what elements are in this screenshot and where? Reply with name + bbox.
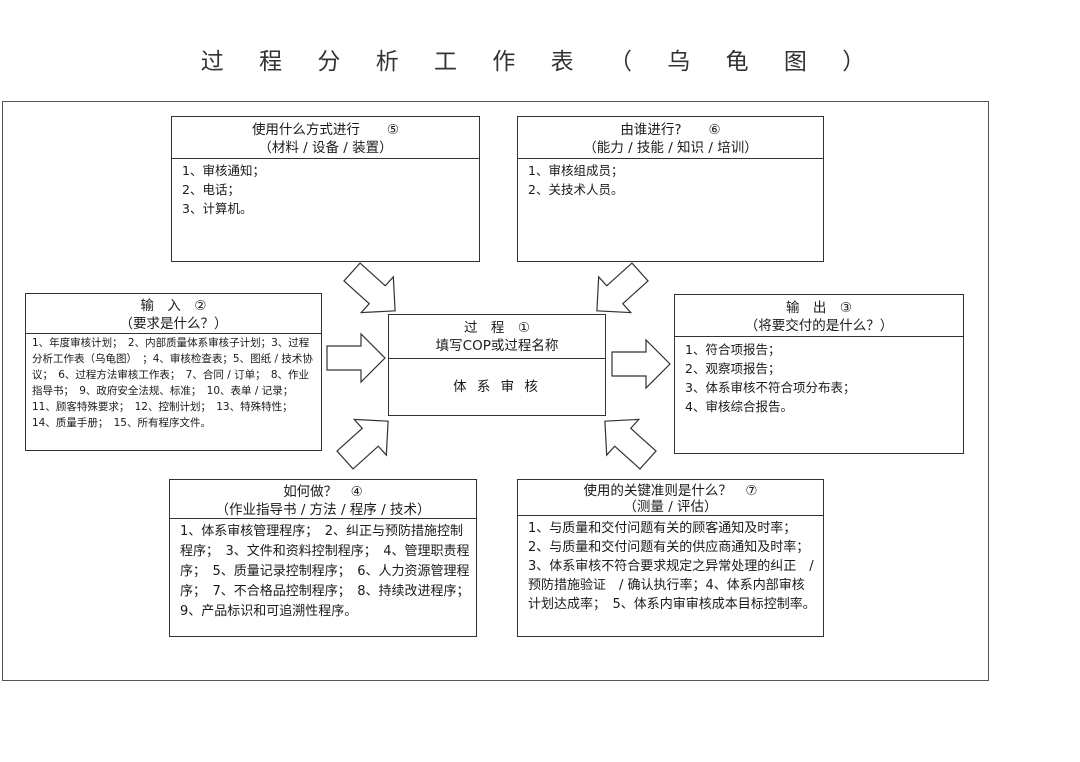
- list-item: 1、审核通知；: [182, 163, 265, 178]
- arrow-from-method: [343, 262, 396, 314]
- method-box-title: 使用什么方式进行 ⑤: [251, 122, 400, 138]
- how-box-text: 1、体系审核管理程序； 2、纠正与预防措施控制程序； 3、文件和资料控制程序； …: [180, 524, 477, 619]
- arrow-from-how: [336, 418, 389, 470]
- process-name: 体 系 审 核: [453, 379, 541, 395]
- process-box-subtitle: 填写COP或过程名称: [435, 338, 559, 354]
- list-item: 2、电话；: [182, 182, 240, 197]
- method-box-list: 1、审核通知； 2、电话； 3、计算机。: [172, 159, 479, 218]
- input-box: 输 入 ② （要求是什么？） 1、年度审核计划； 2、内部质量体系审核子计划；3…: [25, 293, 322, 451]
- list-item: 2、观察项报告；: [685, 361, 781, 376]
- arrow-from-criteria: [604, 418, 657, 470]
- criteria-box-header: 使用的关键准则是什么？ ⑦ （测量 / 评估）: [518, 480, 823, 516]
- who-box-header: 由谁进行? ⑥ （能力 / 技能 / 知识 / 培训）: [518, 117, 823, 159]
- list-item: 3、计算机。: [182, 201, 253, 216]
- process-box-header: 过 程 ① 填写COP或过程名称: [389, 315, 605, 359]
- output-box-header: 输 出 ③ （将要交付的是什么？）: [675, 295, 963, 337]
- arrow-to-output: [611, 338, 671, 390]
- how-box: 如何做？ ④ （作业指导书 / 方法 / 程序 / 技术） 1、体系审核管理程序…: [169, 479, 477, 637]
- list-item: 2、关技术人员。: [528, 182, 624, 197]
- how-box-header: 如何做？ ④ （作业指导书 / 方法 / 程序 / 技术）: [170, 480, 476, 519]
- output-box: 输 出 ③ （将要交付的是什么？） 1、符合项报告； 2、观察项报告； 3、体系…: [674, 294, 964, 454]
- criteria-box-text: 1、与质量和交付问题有关的顾客通知及时率； 2、与质量和交付问题有关的供应商通知…: [528, 521, 816, 612]
- list-item: 4、审核综合报告。: [685, 399, 793, 414]
- who-box-list: 1、审核组成员； 2、关技术人员。: [518, 159, 823, 199]
- arrow-from-who: [596, 262, 649, 314]
- output-box-title: 输 出 ③: [785, 300, 853, 316]
- who-box: 由谁进行? ⑥ （能力 / 技能 / 知识 / 培训） 1、审核组成员； 2、关…: [517, 116, 824, 262]
- arrow-from-input: [326, 332, 386, 384]
- process-box: 过 程 ① 填写COP或过程名称 体 系 审 核: [388, 314, 606, 416]
- method-box: 使用什么方式进行 ⑤ （材料 / 设备 / 装置） 1、审核通知； 2、电话； …: [171, 116, 480, 262]
- page-title: 过 程 分 析 工 作 表 （ 乌 龟 图 ）: [200, 49, 880, 75]
- input-box-subtitle: （要求是什么？）: [119, 316, 228, 332]
- criteria-box-subtitle: （测量 / 评估）: [623, 499, 718, 515]
- criteria-box: 使用的关键准则是什么？ ⑦ （测量 / 评估） 1、与质量和交付问题有关的顾客通…: [517, 479, 824, 637]
- output-box-subtitle: （将要交付的是什么？）: [744, 318, 894, 334]
- input-box-title: 输 入 ②: [140, 298, 207, 314]
- how-box-subtitle: （作业指导书 / 方法 / 程序 / 技术）: [215, 502, 431, 518]
- list-item: 1、审核组成员；: [528, 163, 624, 178]
- input-box-header: 输 入 ② （要求是什么？）: [26, 294, 321, 334]
- list-item: 1、符合项报告；: [685, 342, 781, 357]
- process-box-title: 过 程 ①: [463, 320, 531, 336]
- how-box-title: 如何做？ ④: [283, 484, 363, 500]
- diagram-frame: [2, 101, 989, 681]
- method-box-header: 使用什么方式进行 ⑤ （材料 / 设备 / 装置）: [172, 117, 479, 159]
- who-box-subtitle: （能力 / 技能 / 知识 / 培训）: [583, 140, 758, 156]
- list-item: 3、体系审核不符合项分布表；: [685, 380, 856, 395]
- output-box-list: 1、符合项报告； 2、观察项报告； 3、体系审核不符合项分布表； 4、审核综合报…: [675, 337, 963, 416]
- who-box-title: 由谁进行? ⑥: [620, 122, 721, 138]
- method-box-subtitle: （材料 / 设备 / 装置）: [258, 140, 393, 156]
- criteria-box-title: 使用的关键准则是什么？ ⑦: [583, 483, 758, 499]
- input-box-text: 1、年度审核计划； 2、内部质量体系审核子计划；3、过程分析工作表（乌龟图） ；…: [32, 337, 313, 429]
